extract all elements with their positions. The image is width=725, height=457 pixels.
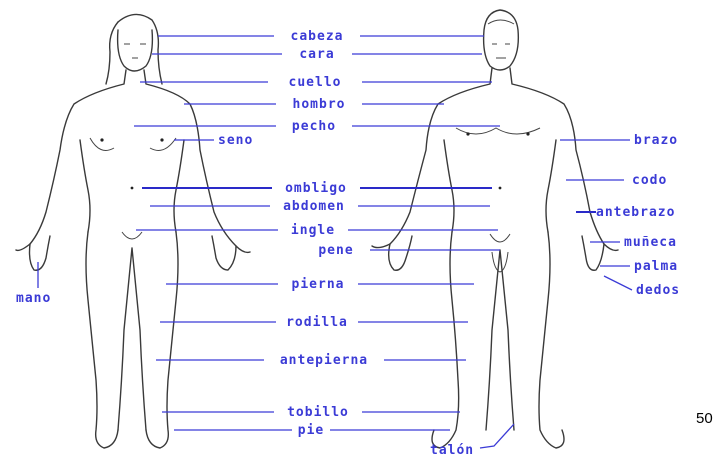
label-codo: codo — [632, 173, 667, 188]
label-antepierna: antepierna — [280, 353, 368, 368]
label-pene: pene — [318, 243, 353, 258]
label-palma: palma — [634, 259, 678, 274]
female-figure — [16, 14, 250, 448]
label-brazo: brazo — [634, 133, 678, 148]
label-tobillo: tobillo — [287, 405, 349, 420]
label-mano: mano — [16, 291, 51, 306]
label-pie: pie — [298, 423, 324, 438]
page-number: 50 — [696, 410, 713, 427]
male-figure — [372, 10, 618, 448]
label-talon: talón — [430, 443, 474, 457]
label-abdomen: abdomen — [283, 199, 345, 214]
label-pecho: pecho — [292, 119, 336, 134]
label-muneca: muñeca — [624, 235, 677, 250]
label-ombligo: ombligo — [285, 181, 347, 196]
label-ingle: ingle — [291, 223, 335, 238]
label-dedos: dedos — [636, 283, 680, 298]
label-cabeza: cabeza — [291, 29, 344, 44]
label-cara: cara — [299, 47, 334, 62]
label-seno: seno — [218, 133, 253, 148]
label-pierna: pierna — [292, 277, 345, 292]
labels: cabeza cara cuello hombro pecho seno bra… — [16, 29, 680, 457]
label-antebrazo: antebrazo — [596, 205, 675, 220]
label-hombro: hombro — [293, 97, 346, 112]
label-rodilla: rodilla — [286, 315, 348, 330]
label-cuello: cuello — [289, 75, 342, 90]
